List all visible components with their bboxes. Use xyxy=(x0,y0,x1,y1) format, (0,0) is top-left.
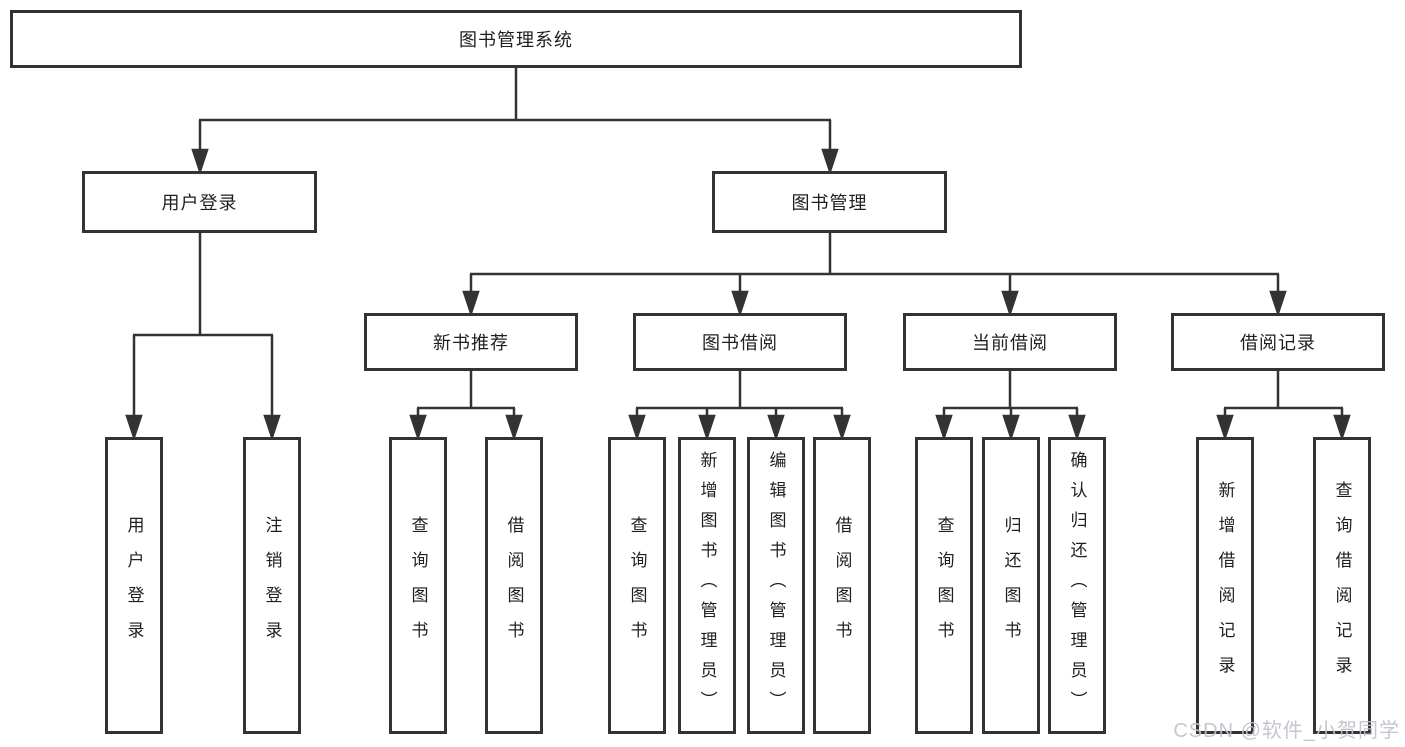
node-library-management-system: 图书管理系统 xyxy=(10,10,1022,68)
node-borrowing-records: 借阅记录 xyxy=(1171,313,1385,371)
leaf-edit-books-admin: 编辑图书（管理员） xyxy=(747,437,805,734)
leaf-label: 新增借阅记录 xyxy=(1215,480,1235,691)
leaf-borrow-books-borrowing: 借阅图书 xyxy=(813,437,871,734)
leaf-return-books: 归还图书 xyxy=(982,437,1040,734)
leaf-label: 用户登录 xyxy=(124,515,144,656)
leaf-label: 新增图书（管理员） xyxy=(697,450,717,721)
leaf-add-books-admin: 新增图书（管理员） xyxy=(678,437,736,734)
connector-root-to-level2 xyxy=(191,68,839,175)
leaf-add-borrow-record: 新增借阅记录 xyxy=(1196,437,1254,734)
leaf-query-books-current: 查询图书 xyxy=(915,437,973,734)
leaf-label: 查询图书 xyxy=(408,515,428,656)
leaf-label: 归还图书 xyxy=(1001,515,1021,656)
node-label: 当前借阅 xyxy=(972,333,1048,353)
leaf-query-books-borrowing: 查询图书 xyxy=(608,437,666,734)
leaf-logout: 注销登录 xyxy=(243,437,301,734)
leaf-user-login: 用户登录 xyxy=(105,437,163,734)
node-label: 图书管理系统 xyxy=(459,30,573,50)
connector-mgmt-to-level3 xyxy=(462,233,1287,317)
leaf-query-books-newbook: 查询图书 xyxy=(389,437,447,734)
leaf-query-borrow-record: 查询借阅记录 xyxy=(1313,437,1371,734)
node-new-book-recommend: 新书推荐 xyxy=(364,313,578,371)
leaf-borrow-books-newbook: 借阅图书 xyxy=(485,437,543,734)
node-label: 图书管理 xyxy=(791,193,868,213)
node-book-borrowing: 图书借阅 xyxy=(633,313,847,371)
leaf-label: 查询图书 xyxy=(934,515,954,656)
node-label: 借阅记录 xyxy=(1240,333,1316,353)
node-user-login: 用户登录 xyxy=(82,171,317,233)
connector-userlogin-to-leaves xyxy=(125,233,281,441)
leaf-label: 借阅图书 xyxy=(504,515,524,656)
leaf-label: 查询借阅记录 xyxy=(1332,480,1352,691)
connector-newbook-to-leaves xyxy=(409,371,523,441)
node-label: 用户登录 xyxy=(161,193,238,213)
leaf-label: 借阅图书 xyxy=(832,515,852,656)
leaf-label: 注销登录 xyxy=(262,515,282,656)
leaf-label: 确认归还（管理员） xyxy=(1067,450,1087,721)
leaf-label: 查询图书 xyxy=(627,515,647,656)
leaf-confirm-return-admin: 确认归还（管理员） xyxy=(1048,437,1106,734)
connector-borrow-to-leaves xyxy=(628,371,851,441)
node-label: 图书借阅 xyxy=(702,333,778,353)
connector-record-to-leaves xyxy=(1216,371,1351,441)
leaf-label: 编辑图书（管理员） xyxy=(766,450,786,721)
node-book-management: 图书管理 xyxy=(712,171,947,233)
connector-current-to-leaves xyxy=(935,371,1086,441)
node-current-borrowing: 当前借阅 xyxy=(903,313,1117,371)
node-label: 新书推荐 xyxy=(433,333,509,353)
